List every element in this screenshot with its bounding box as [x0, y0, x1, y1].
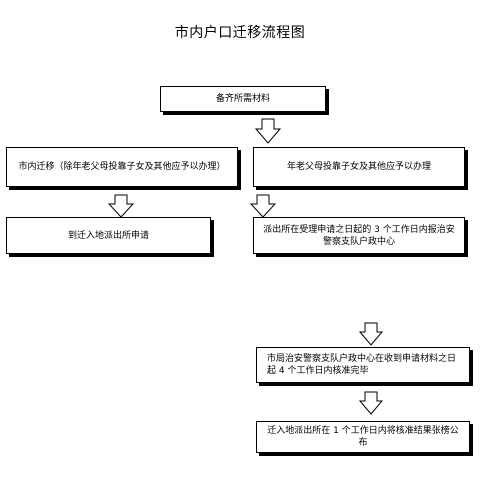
- step-city-transfer-label: 市内迁移（除年老父母投靠子女及其他应予以办理）: [18, 162, 226, 172]
- arrow-down-icon: [255, 118, 281, 144]
- arrow-down-icon: [108, 194, 134, 218]
- step-bureau-review: 市局治安警察支队户政中心在收到申请材料之日起 4 个工作日内核准完毕: [256, 347, 470, 383]
- arrow-down-icon: [359, 391, 383, 415]
- step-station-report-label: 派出所在受理申请之日起的 3 个工作日内报治安警察支队户政中心: [263, 224, 455, 247]
- diagram-title: 市内户口迁移流程图: [174, 25, 306, 41]
- step-publish-result: 迁入地派出所在 1 个工作日内将核准结果张榜公布: [256, 421, 470, 453]
- step-city-transfer: 市内迁移（除年老父母投靠子女及其他应予以办理）: [6, 147, 238, 187]
- step-station-report: 派出所在受理申请之日起的 3 个工作日内报治安警察支队户政中心: [253, 217, 465, 254]
- step-prepare-materials-label: 备齐所需材料: [215, 94, 270, 104]
- step-publish-result-label: 迁入地派出所在 1 个工作日内将核准结果张榜公布: [267, 426, 459, 448]
- arrow-down-icon: [359, 322, 383, 346]
- step-apply-at-station-label: 到迁入地派出所申请: [67, 230, 149, 241]
- step-elderly-parents: 年老父母投靠子女及其他应予以办理: [253, 147, 465, 187]
- step-bureau-review-label: 市局治安警察支队户政中心在收到申请材料之日起 4 个工作日内核准完毕: [267, 354, 457, 376]
- step-apply-at-station: 到迁入地派出所申请: [6, 217, 211, 254]
- arrow-down-icon: [250, 194, 276, 218]
- step-elderly-parents-label: 年老父母投靠子女及其他应予以办理: [286, 162, 431, 172]
- step-prepare-materials: 备齐所需材料: [160, 86, 326, 112]
